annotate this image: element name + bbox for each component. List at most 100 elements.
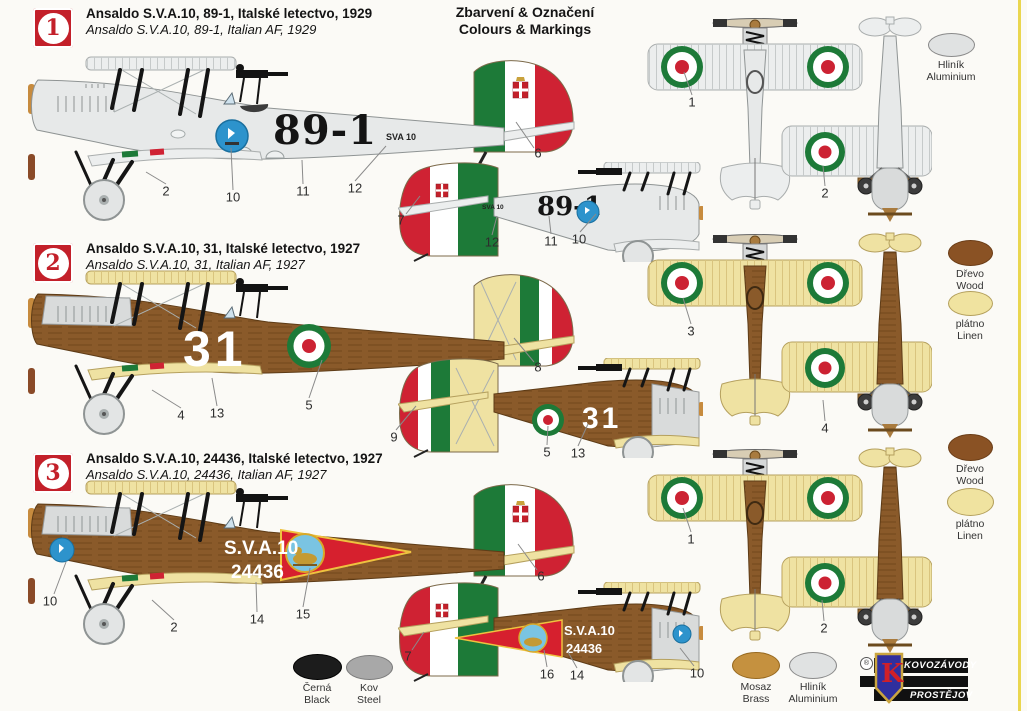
propeller-hub [699, 626, 703, 640]
fuselage-panel [265, 150, 285, 159]
callout-number: 13 [570, 445, 586, 461]
roundel [805, 563, 845, 603]
tail-skid [413, 673, 429, 682]
swatch-label-en: Aluminium [788, 692, 838, 705]
logo-shield-icon: K [874, 652, 904, 704]
logo-text-line1: KOVOZÁVODY [904, 660, 977, 671]
scheme1-badge: 1 [33, 8, 73, 48]
swatch-label-cz: Hliník [937, 59, 965, 71]
swatch-label-en: Aluminium [926, 70, 976, 83]
scheme3-title-en: Ansaldo S.V.A.10, 24436, Italian AF, 192… [86, 467, 327, 482]
callout-number: 5 [305, 397, 313, 413]
scheme3-badge-number: 3 [37, 457, 69, 489]
roundel [287, 324, 331, 368]
savoy-crest [512, 501, 529, 523]
wing-underside-green [121, 364, 139, 372]
windscreen [223, 515, 236, 529]
underside-view [781, 16, 932, 222]
propeller-hub [699, 206, 703, 220]
cockpit-opening [240, 104, 269, 113]
scheme1-title-en: Ansaldo S.V.A.10, 89-1, Italian AF, 1929 [86, 22, 317, 37]
scheme2-badge-number: 2 [37, 247, 69, 279]
scheme1-side-view-illustration: 89-1 SVA 10 [28, 56, 575, 221]
scheme2-badge: 2 [33, 243, 73, 283]
tailplane [398, 195, 489, 217]
callout-number: 4 [177, 407, 185, 423]
propeller-blade [28, 154, 35, 180]
inspection-panel [170, 129, 186, 139]
machine-gun [578, 588, 622, 595]
rudder-tip [749, 415, 761, 426]
page-title-en: Colours & Markings [458, 21, 592, 37]
callout-number: 12 [347, 180, 363, 196]
roundel [661, 46, 703, 88]
underside-view [781, 447, 932, 653]
wing-underside-red [149, 572, 165, 580]
swatch-aluminium-ellipse [789, 652, 837, 679]
callout-number: 9 [390, 429, 398, 445]
swatch-linen-ellipse [947, 291, 993, 316]
tail-stencil: SVA 10 [482, 204, 504, 211]
roundel [807, 477, 849, 519]
scheme1-title-cz: Ansaldo S.V.A.10, 89-1, Italské letectvo… [86, 6, 373, 21]
callout-number: 2 [170, 619, 178, 635]
swatch-label-cz: Hliník [799, 681, 827, 693]
callout-number: 6 [537, 568, 545, 584]
scheme2-plan-views-illustration [647, 232, 932, 438]
fuselage [31, 79, 505, 160]
callout-number: 10 [42, 593, 58, 609]
cockpit [746, 286, 764, 310]
swatch-label-en: Brass [742, 692, 770, 705]
tailplane [398, 391, 489, 413]
savoy-crest [435, 183, 449, 198]
scheme3-side-view-illustration: S.V.A.10 24436 [28, 480, 575, 645]
machine-gun [236, 64, 288, 105]
machine-gun [236, 488, 288, 529]
swatch-steel-ellipse [345, 655, 393, 680]
tail-stencil: SVA 10 [386, 132, 416, 142]
swatch-label-cz: plátno [955, 518, 985, 530]
top-view [647, 18, 863, 210]
underside-view [781, 232, 932, 438]
swatch-label-en: Linen [957, 529, 983, 542]
callout-number: 5 [543, 444, 551, 460]
swatch-label-en: Wood [956, 279, 984, 292]
swatch-aluminium-ellipse [927, 33, 975, 57]
swatch-wood-ellipse [947, 240, 993, 266]
engine-louvres [659, 196, 685, 210]
fuselage-code: 31 [582, 402, 621, 435]
scheme1-header: Ansaldo S.V.A.10, 89-1, Italské letectvo… [86, 6, 372, 37]
roundel [807, 46, 849, 88]
swatch-linen-ellipse [946, 488, 994, 516]
sheet-edge-line [1018, 0, 1021, 711]
pennant-marking [280, 528, 412, 582]
fuselage-code-line2: 24436 [231, 562, 284, 583]
swatch-label-cz: Kov [359, 682, 379, 694]
scheme2-title-cz: Ansaldo S.V.A.10, 31, Italské letectvo, … [86, 241, 361, 256]
propeller-blade [28, 578, 35, 604]
machine-gun [236, 278, 288, 319]
swatch-label-cz: Mosaz [740, 681, 772, 693]
top-view [647, 449, 863, 641]
callout-number: 13 [209, 405, 225, 421]
engine-cowling [41, 295, 133, 327]
callout-number: 12 [484, 234, 500, 250]
scheme2-port-view-illustration: 31 [398, 358, 703, 458]
roundel [532, 404, 564, 436]
wheel [622, 436, 654, 458]
callout-number: 2 [162, 183, 170, 199]
callout-number: 1 [688, 94, 696, 110]
callout-number: 2 [821, 185, 829, 201]
engine-louvres [659, 398, 685, 414]
scheme1-port-view-illustration: SVA 10 89-1 [398, 162, 703, 262]
swatch-label-en: Black [304, 693, 330, 706]
kovozavody-prostejov-logo: KOVOZÁVODY PROSTĚJOV ® K [858, 652, 976, 704]
